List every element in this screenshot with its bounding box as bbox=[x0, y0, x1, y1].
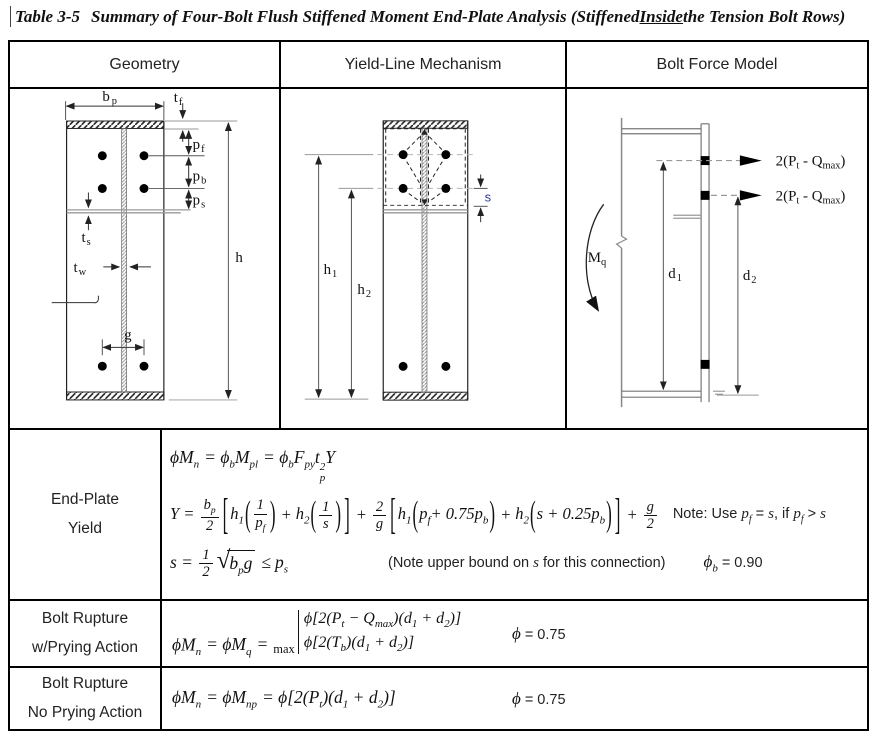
bolt-rupture-no-prying-row: Bolt Rupture No Prying Action ϕMn= ϕMnp=… bbox=[10, 668, 867, 729]
ps-label: ps bbox=[193, 192, 205, 210]
beam-web bbox=[421, 127, 428, 393]
phi-value-prying: ϕ= 0.75 bbox=[512, 623, 566, 643]
end-plate-top-flange bbox=[66, 120, 165, 129]
row-label-prying: Bolt Rupture w/Prying Action bbox=[10, 601, 162, 666]
bolt-dot bbox=[97, 361, 107, 371]
yield-line-arrow-down bbox=[421, 199, 428, 206]
header-row: Geometry Yield-Line Mechanism Bolt Force… bbox=[10, 42, 867, 89]
tw-label: tw bbox=[74, 260, 87, 278]
table-number: Table 3-5 bbox=[15, 6, 81, 26]
bolt-dot bbox=[398, 183, 408, 193]
bolt-dot bbox=[398, 361, 408, 371]
bolt-square bbox=[700, 359, 710, 369]
yield-line-diagram: s h1 h2 bbox=[304, 120, 491, 401]
summary-table: Geometry Yield-Line Mechanism Bolt Force… bbox=[8, 40, 869, 731]
row-label-end-plate-yield: End-Plate Yield bbox=[10, 430, 162, 599]
bolt-dot bbox=[441, 150, 451, 160]
s-label: s bbox=[485, 189, 491, 204]
moment-arrow bbox=[585, 203, 605, 312]
bolt-dot bbox=[97, 151, 107, 161]
note-upper-bound: (Note upper bound on s for this connecti… bbox=[388, 555, 666, 572]
caption-text-before: Summary of Four-Bolt Flush Stiffened Mom… bbox=[91, 6, 640, 26]
bolt-dot bbox=[97, 184, 107, 193]
note-pf-equals-s: Note: Use pf = s, if pf > s bbox=[672, 506, 826, 526]
mq-label: Mq bbox=[588, 250, 607, 268]
prying-option-1: ϕ[2(Pt − Qmax)(d1 + d2)] bbox=[303, 609, 462, 630]
bolt-rupture-prying-row: Bolt Rupture w/Prying Action ϕMn= ϕMq=ma… bbox=[10, 601, 867, 668]
column-header-geometry: Geometry bbox=[10, 42, 281, 87]
h1-label: h1 bbox=[324, 262, 338, 280]
plate-top-flange bbox=[382, 120, 469, 129]
bolt-square bbox=[700, 156, 710, 166]
equation-no-prying: ϕMn= ϕMnp= ϕ[2(Pt)(d1 + d2)] bbox=[172, 686, 396, 711]
h-label: h bbox=[235, 250, 243, 266]
column-header-bolt-force: Bolt Force Model bbox=[656, 55, 778, 73]
bolt-force-diagram: 2(Pt - Qmax) 2(Pt - Qmax) d1 d2 Mq bbox=[585, 117, 846, 408]
bolt-dot bbox=[139, 361, 149, 371]
no-prying-equation-cell: ϕMn= ϕMnp= ϕ[2(Pt)(d1 + d2)] ϕ= 0.75 bbox=[162, 668, 867, 729]
break-symbol bbox=[615, 235, 628, 249]
yield-line-arrow-up bbox=[421, 128, 428, 135]
bolt-dot bbox=[398, 150, 408, 160]
row-label-no-prying: Bolt Rupture No Prying Action bbox=[10, 668, 162, 729]
caption-text-after: the Tension Bolt Rows) bbox=[682, 6, 846, 26]
yield-line-diagram-cell: s h1 h2 bbox=[281, 89, 567, 428]
bolt-dot bbox=[139, 151, 149, 161]
column-header-yield-line: Yield-Line Mechanism bbox=[281, 42, 567, 87]
tf-label: tf bbox=[174, 90, 183, 108]
plate-bottom-flange bbox=[382, 391, 469, 401]
bolt-dot bbox=[441, 183, 451, 193]
d2-label: d2 bbox=[743, 268, 757, 286]
weld-leader-line bbox=[51, 295, 99, 304]
force-arrowhead2 bbox=[739, 190, 762, 201]
bolt-square bbox=[700, 190, 710, 200]
g-label: g bbox=[124, 327, 132, 343]
prying-option-2: ϕ[2(Tb)(d1 + d2)] bbox=[303, 633, 415, 654]
beam-web bbox=[121, 128, 127, 393]
h2-label: h2 bbox=[357, 282, 371, 300]
d1-label: d1 bbox=[668, 266, 682, 284]
pb-label: pb bbox=[193, 169, 207, 187]
bolt-dot bbox=[139, 184, 149, 193]
phi-value-no-prying: ϕ= 0.75 bbox=[512, 688, 566, 708]
force-label-2: 2(Pt - Qmax) bbox=[776, 188, 846, 206]
phi-b-value: ϕb= 0.90 bbox=[703, 552, 763, 575]
bolt-dot bbox=[441, 361, 451, 371]
pf-label: pf bbox=[193, 137, 205, 155]
force-label-1: 2(Pt - Qmax) bbox=[776, 154, 846, 172]
table-caption: Table 3-5 Summary of Four-Bolt Flush Sti… bbox=[10, 6, 845, 27]
force-arrowhead1 bbox=[739, 155, 762, 166]
ts-label: ts bbox=[81, 230, 90, 248]
caption-cursor-bar bbox=[10, 6, 11, 27]
end-plate-bottom-flange bbox=[66, 391, 165, 401]
bolt-force-diagram-cell: 2(Pt - Qmax) 2(Pt - Qmax) d1 d2 Mq bbox=[567, 89, 867, 428]
caption-underlined-word: Inside bbox=[639, 6, 683, 26]
